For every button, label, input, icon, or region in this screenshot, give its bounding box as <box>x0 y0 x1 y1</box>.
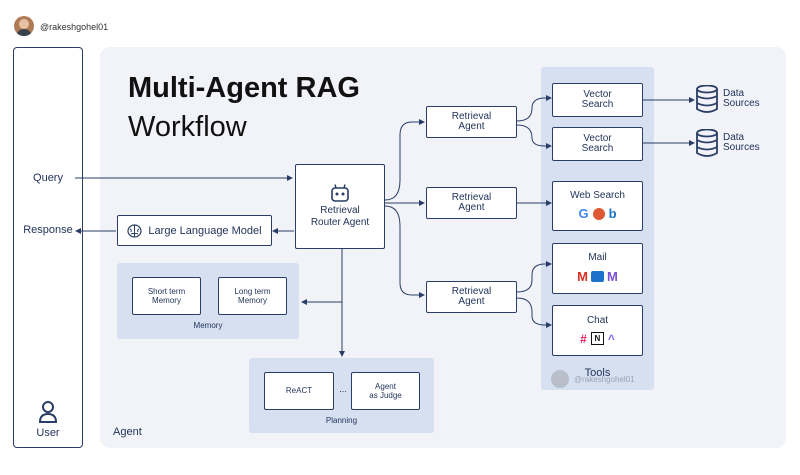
database-icon-1 <box>696 85 718 113</box>
query-label: Query <box>33 172 63 184</box>
outlook-icon <box>591 271 604 282</box>
retrieval-agent-3: Retrieval Agent <box>426 281 517 313</box>
retrieval-agent-2: Retrieval Agent <box>426 187 517 219</box>
brain-icon <box>127 223 143 238</box>
notion-icon: N <box>590 332 604 345</box>
google-icon: G <box>578 206 589 221</box>
web-search: Web Search G b <box>552 181 643 231</box>
author-avatar <box>14 16 34 36</box>
author-handle: @rakeshgohel01 <box>40 22 109 32</box>
watermark-avatar <box>551 370 569 388</box>
short-term-memory: Short term Memory <box>132 277 201 315</box>
tools-watermark: @rakeshgohel01 <box>574 375 635 384</box>
agent-region-label: Agent <box>113 426 142 438</box>
slack-icon: # <box>580 331 587 346</box>
proton-mail-icon: M <box>607 269 618 284</box>
vector-search-1: Vector Search <box>552 83 643 117</box>
memory-label: Memory <box>193 321 223 330</box>
duckduckgo-icon <box>592 207 605 220</box>
mail-tool: Mail M M <box>552 243 643 294</box>
agent-as-judge-box: Agent as Judge <box>351 372 420 410</box>
bing-icon: b <box>608 206 617 221</box>
title-line2: Workflow <box>128 111 247 143</box>
user-label: User <box>36 427 60 439</box>
user-icon <box>38 401 58 423</box>
database-icon-2 <box>696 129 718 157</box>
planning-ellipsis: ... <box>339 384 347 394</box>
title-line1: Multi-Agent RAG <box>128 72 360 104</box>
clickup-icon: ^ <box>607 331 615 346</box>
planning-label: Planning <box>325 416 358 425</box>
long-term-memory: Long term Memory <box>218 277 287 315</box>
vector-search-2: Vector Search <box>552 127 643 161</box>
gmail-icon: M <box>577 269 588 284</box>
user-panel <box>13 47 83 448</box>
robot-icon <box>331 184 349 202</box>
retrieval-agent-1: Retrieval Agent <box>426 106 517 138</box>
chat-tool: Chat # N ^ <box>552 305 643 356</box>
tools-label: Tools <box>584 367 611 379</box>
retrieval-router-agent: Retrieval Router Agent <box>295 164 385 249</box>
react-box: ReACT <box>264 372 334 410</box>
large-language-model: Large Language Model <box>117 215 272 246</box>
response-label: Response <box>23 224 73 236</box>
